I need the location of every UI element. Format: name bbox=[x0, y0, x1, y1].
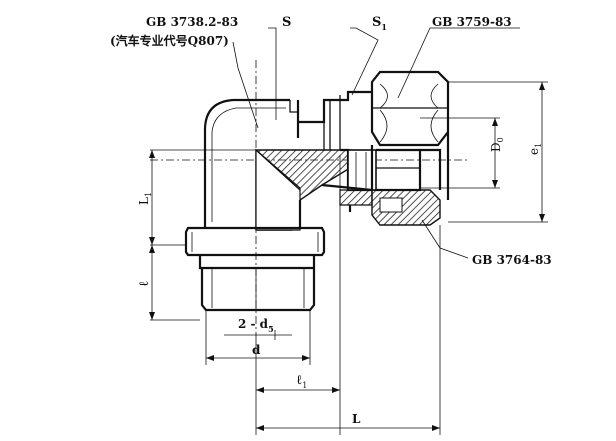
dim-l1-label: L1 bbox=[137, 192, 153, 205]
label-s1: S1 bbox=[372, 15, 387, 32]
std-elbow-label: GB 3738.2-83 bbox=[146, 15, 238, 29]
std-nut-label: GB 3759-83 bbox=[432, 15, 512, 29]
dim-L-label: L bbox=[352, 412, 361, 426]
lower-threaded-end bbox=[184, 200, 326, 312]
dim-ell1-label: ℓ1 bbox=[296, 373, 307, 390]
std-ring-label: GB 3764-83 bbox=[472, 253, 552, 267]
dim-l-small-label: ℓ bbox=[137, 281, 152, 287]
hex-nut bbox=[370, 70, 450, 226]
dim-d-label: d bbox=[252, 343, 261, 357]
dim-e1-label: e1 bbox=[527, 143, 543, 155]
dim-d0-label: D0 bbox=[489, 137, 505, 152]
label-s: S bbox=[282, 15, 291, 30]
elbow-body bbox=[203, 90, 372, 231]
dimension-lines bbox=[149, 81, 548, 435]
sleeve bbox=[321, 132, 450, 212]
std-elbow-note: (汽车专业代号Q807) bbox=[110, 33, 229, 48]
dim-d5-label: 2 - d5 bbox=[238, 317, 274, 334]
leader-lines bbox=[232, 27, 520, 259]
labels: GB 3738.2-83 (汽车专业代号Q807) S S1 GB 3759-8… bbox=[110, 15, 552, 426]
